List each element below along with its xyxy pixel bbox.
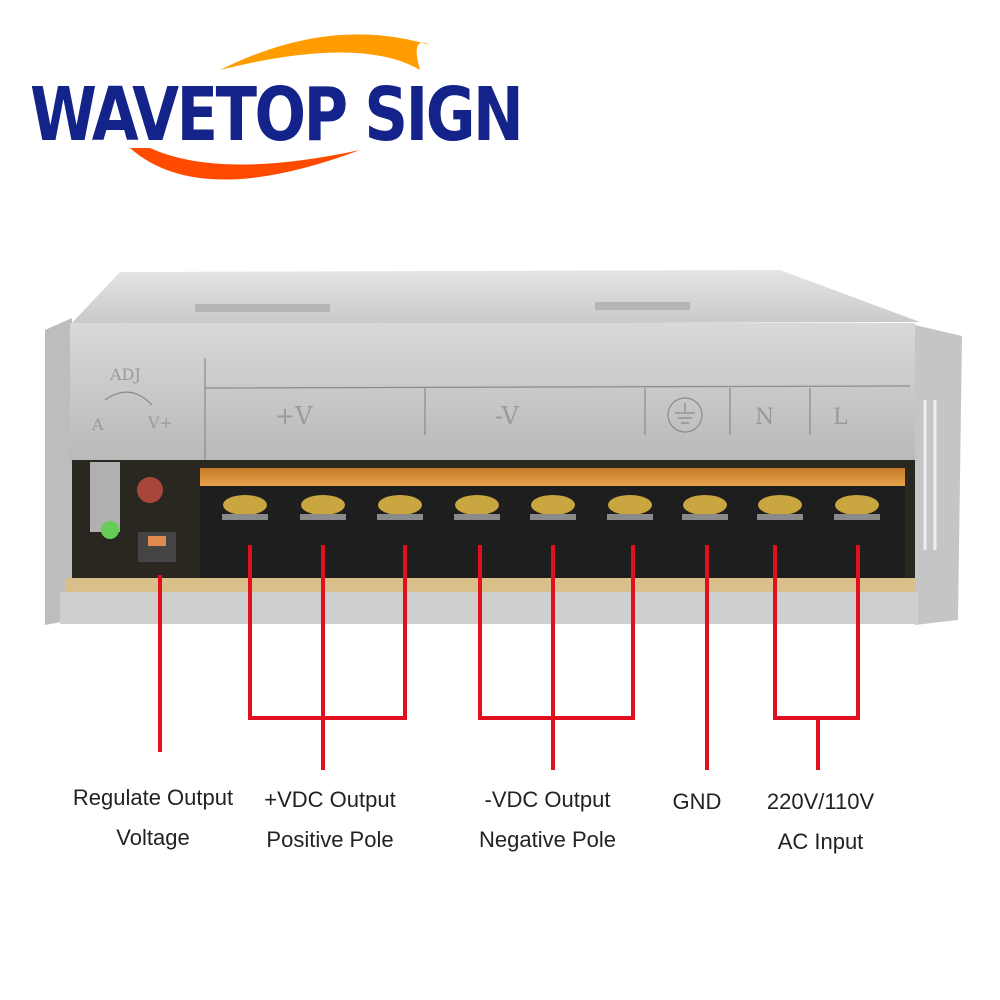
line-positive [248, 545, 407, 770]
label-line2: Voltage [116, 825, 190, 850]
label-positive: +VDC Output Positive Pole [250, 780, 410, 860]
annotation-lines [158, 545, 860, 770]
swoosh-bottom [130, 148, 360, 180]
logo-text: WAVETOP SIGN [30, 72, 524, 158]
logo-swoosh-icon [130, 34, 430, 180]
terminal-screws [222, 495, 880, 520]
engraving-positive: +V [275, 402, 313, 430]
engraving-negative: -V [495, 402, 519, 430]
label-gnd: GND [665, 782, 729, 822]
case-front-panel [70, 323, 915, 463]
swoosh-top [220, 34, 430, 70]
engraving-neutral: N [755, 405, 774, 430]
line-ac [773, 545, 860, 770]
brand-logo: WAVETOP SIGN [30, 20, 524, 200]
terminal-cover [200, 468, 905, 486]
line-negative [478, 545, 635, 770]
label-ac-input: 220V/110V AC Input [748, 782, 893, 862]
label-line2: Negative Pole [479, 827, 616, 852]
engraving-a: A [91, 415, 104, 434]
label-line1: -VDC Output [484, 787, 611, 812]
case-left-wall [45, 318, 72, 625]
front-panel-engraving [104, 358, 911, 460]
label-line2: AC Input [777, 829, 864, 854]
label-line1: GND [672, 789, 722, 814]
engraving-vplus: V+ [147, 413, 173, 432]
label-line1: Regulate Output [72, 785, 234, 810]
label-line2: Positive Pole [266, 827, 394, 852]
label-line1: 220V/110V [766, 789, 875, 814]
engraving-live: L [833, 405, 848, 430]
label-regulate: Regulate Output Voltage [58, 778, 248, 858]
case-right-wall [915, 325, 962, 625]
engraving-adj: ADJ [109, 365, 141, 384]
label-line1: +VDC Output [264, 787, 396, 812]
label-negative: -VDC Output Negative Pole [465, 780, 630, 860]
